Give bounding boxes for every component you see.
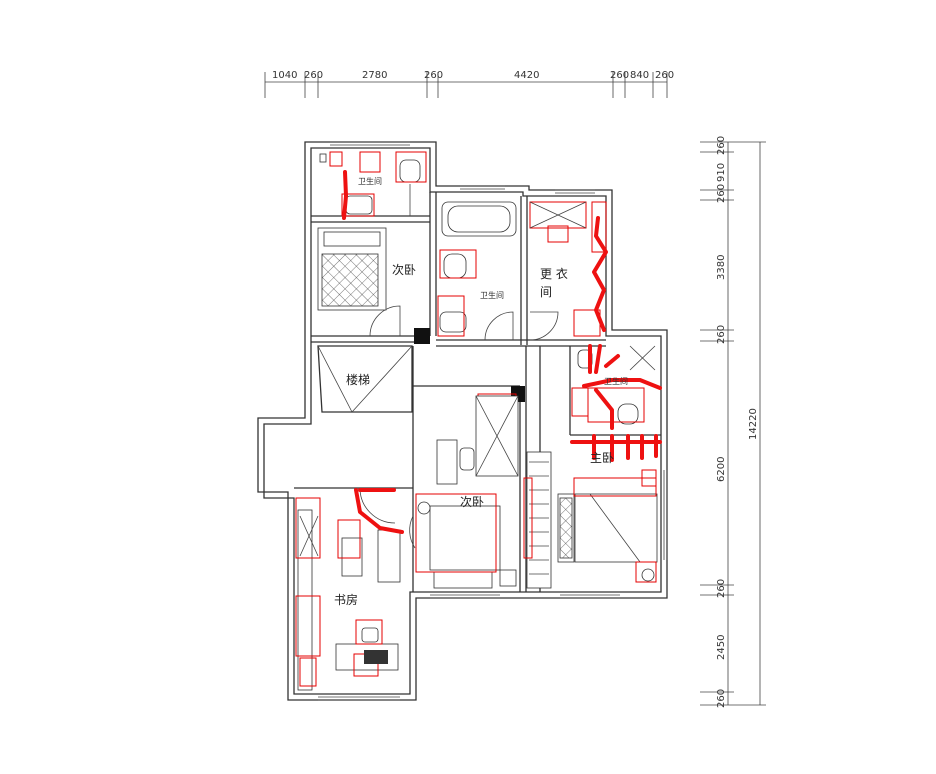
column-1 (414, 328, 430, 344)
dim-top-2: 260 (304, 70, 323, 81)
mid-bedroom-furniture (415, 393, 519, 589)
dim-right-7: 260 (716, 579, 727, 598)
dim-right-9: 260 (716, 689, 727, 708)
stairs (317, 345, 413, 413)
dim-top-3: 2780 (362, 70, 387, 81)
master-bed (557, 469, 658, 583)
closet-furniture (529, 201, 607, 337)
dim-right-6: 6200 (716, 457, 727, 482)
dim-right-3: 260 (716, 184, 727, 203)
label-study: 书房 (334, 592, 358, 607)
label-wc-mid: 卫生间 (480, 290, 504, 300)
label-second-bedroom-top: 次卧 (392, 263, 416, 277)
label-master-bedroom: 主卧 (590, 451, 614, 465)
label-wc-top: 卫生间 (358, 176, 382, 186)
dim-right-total: 14220 (748, 408, 759, 440)
dim-top-8: 260 (655, 70, 674, 81)
red-annotations (342, 170, 662, 534)
top-bedroom-furniture (317, 227, 387, 311)
wardrobe (523, 451, 552, 589)
label-stairs: 楼梯 (346, 372, 370, 387)
bathroom-top-fixtures (319, 151, 427, 217)
doors (359, 305, 559, 549)
top-dimension-line: 1040 260 2780 260 4420 260 840 260 (264, 70, 674, 98)
dim-right-4: 3380 (716, 255, 727, 280)
windows (318, 141, 668, 701)
label-walkin-closet-2: 间 (540, 285, 552, 299)
dim-right-5: 260 (716, 325, 727, 344)
dim-top-5: 4420 (514, 70, 539, 81)
dim-right-8: 2450 (716, 635, 727, 660)
dim-top-1: 1040 (272, 70, 297, 81)
right-dimension-line: 260 910 260 3380 260 6200 260 2450 260 1… (700, 136, 766, 708)
label-wc-master: 卫生间 (604, 376, 628, 386)
study-furniture (295, 497, 401, 691)
bathroom-mid-fixtures (437, 201, 517, 337)
dim-right-1: 260 (716, 136, 727, 155)
dim-right-2: 910 (716, 163, 727, 182)
dim-top-6: 260 (610, 70, 629, 81)
label-walkin-closet-1: 更 衣 (540, 266, 568, 281)
dim-top-7: 840 (630, 70, 649, 81)
label-second-bedroom-mid: 次卧 (460, 495, 484, 509)
dim-top-4: 260 (424, 70, 443, 81)
